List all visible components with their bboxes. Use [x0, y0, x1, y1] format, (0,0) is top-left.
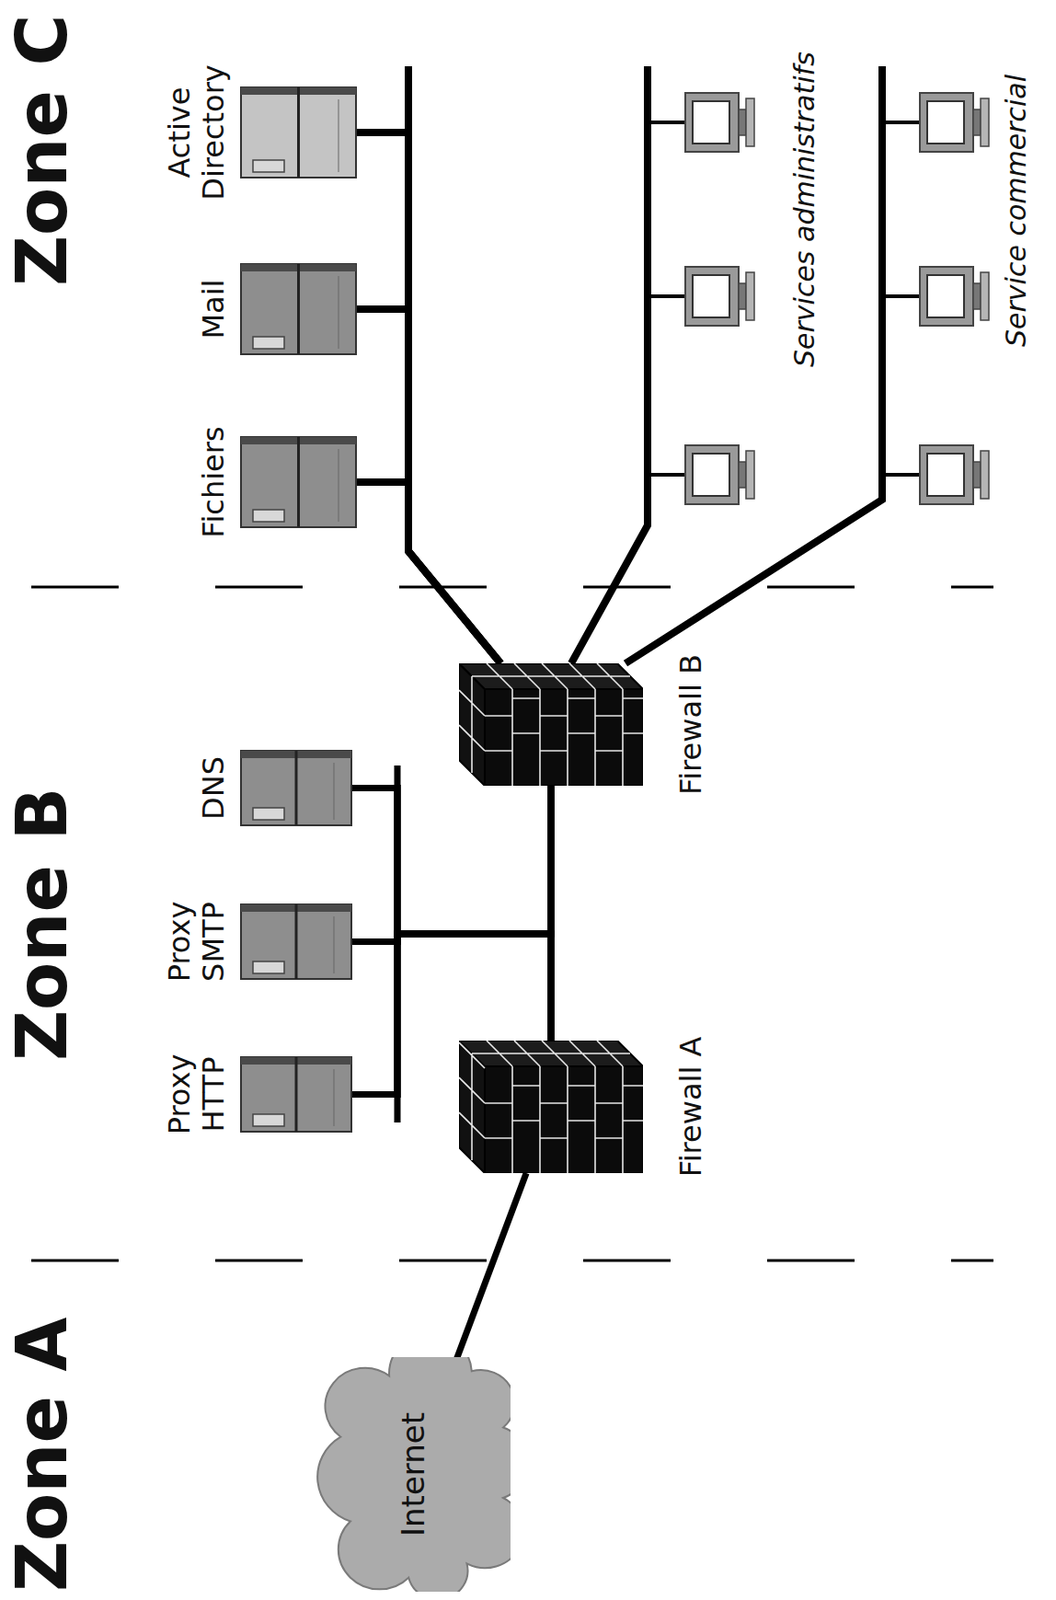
firewall-label: Firewall A — [674, 1036, 709, 1178]
network-bus — [571, 66, 648, 664]
network-link — [352, 785, 551, 934]
zone-title: Zone B — [1, 787, 82, 1061]
network-wire — [882, 472, 920, 477]
network-wire — [397, 66, 920, 1123]
firewall-label: Firewall B — [674, 654, 709, 795]
server-icon — [240, 263, 357, 356]
cloud-label: Internet — [395, 1411, 432, 1537]
workstation — [685, 92, 755, 152]
server-icon — [240, 1056, 353, 1133]
network-wire — [647, 294, 686, 299]
server-node: Active Directory — [240, 86, 357, 179]
server-icon — [240, 903, 353, 980]
network-wire — [882, 120, 920, 125]
workstation — [919, 445, 989, 505]
server-label: Proxy HTTP — [162, 1034, 231, 1155]
network-bus — [404, 66, 413, 138]
network-wire — [647, 120, 686, 125]
workstation — [919, 92, 989, 152]
workstation — [685, 445, 755, 505]
network-wire — [882, 294, 920, 299]
zone-separator — [31, 585, 994, 589]
workstation — [685, 266, 755, 326]
server-node: Mail — [240, 263, 357, 356]
group-label: Services administratifs — [789, 51, 822, 368]
zone-title: Zone C — [1, 14, 82, 287]
network-wire — [647, 472, 686, 477]
server-icon — [240, 86, 357, 179]
server-node: Fichiers — [240, 436, 357, 528]
server-icon — [240, 749, 353, 827]
network-link — [451, 1172, 528, 1374]
firewall-icon — [459, 1040, 643, 1173]
zone-title: Zone A — [1, 1317, 82, 1592]
workstation — [919, 266, 989, 326]
group-label: Service commercial — [1000, 74, 1034, 347]
server-node: Proxy HTTP — [240, 1056, 353, 1133]
network-link — [356, 132, 501, 664]
server-label: DNS — [196, 756, 231, 820]
network-link — [356, 309, 501, 664]
cloud-node: Internet — [316, 1356, 511, 1592]
server-icon — [240, 436, 357, 528]
server-node: Proxy SMTP — [240, 903, 353, 980]
network-link — [352, 785, 551, 942]
zone-separator — [31, 1259, 994, 1263]
workstation — [685, 92, 989, 505]
zone-separator — [31, 586, 994, 1261]
firewall-icon — [459, 663, 643, 786]
network-link — [352, 933, 551, 1041]
server-node: DNS — [240, 749, 353, 827]
server-label: Fichiers — [196, 425, 231, 538]
network-bus — [625, 66, 883, 664]
firewall-node: Firewall B — [459, 663, 643, 786]
network-link — [352, 788, 551, 1042]
server-label: Proxy SMTP — [162, 882, 231, 1002]
server-label: Active Directory — [162, 49, 231, 216]
server-label: Mail — [196, 279, 231, 340]
firewall-node: Firewall A — [459, 1040, 643, 1173]
